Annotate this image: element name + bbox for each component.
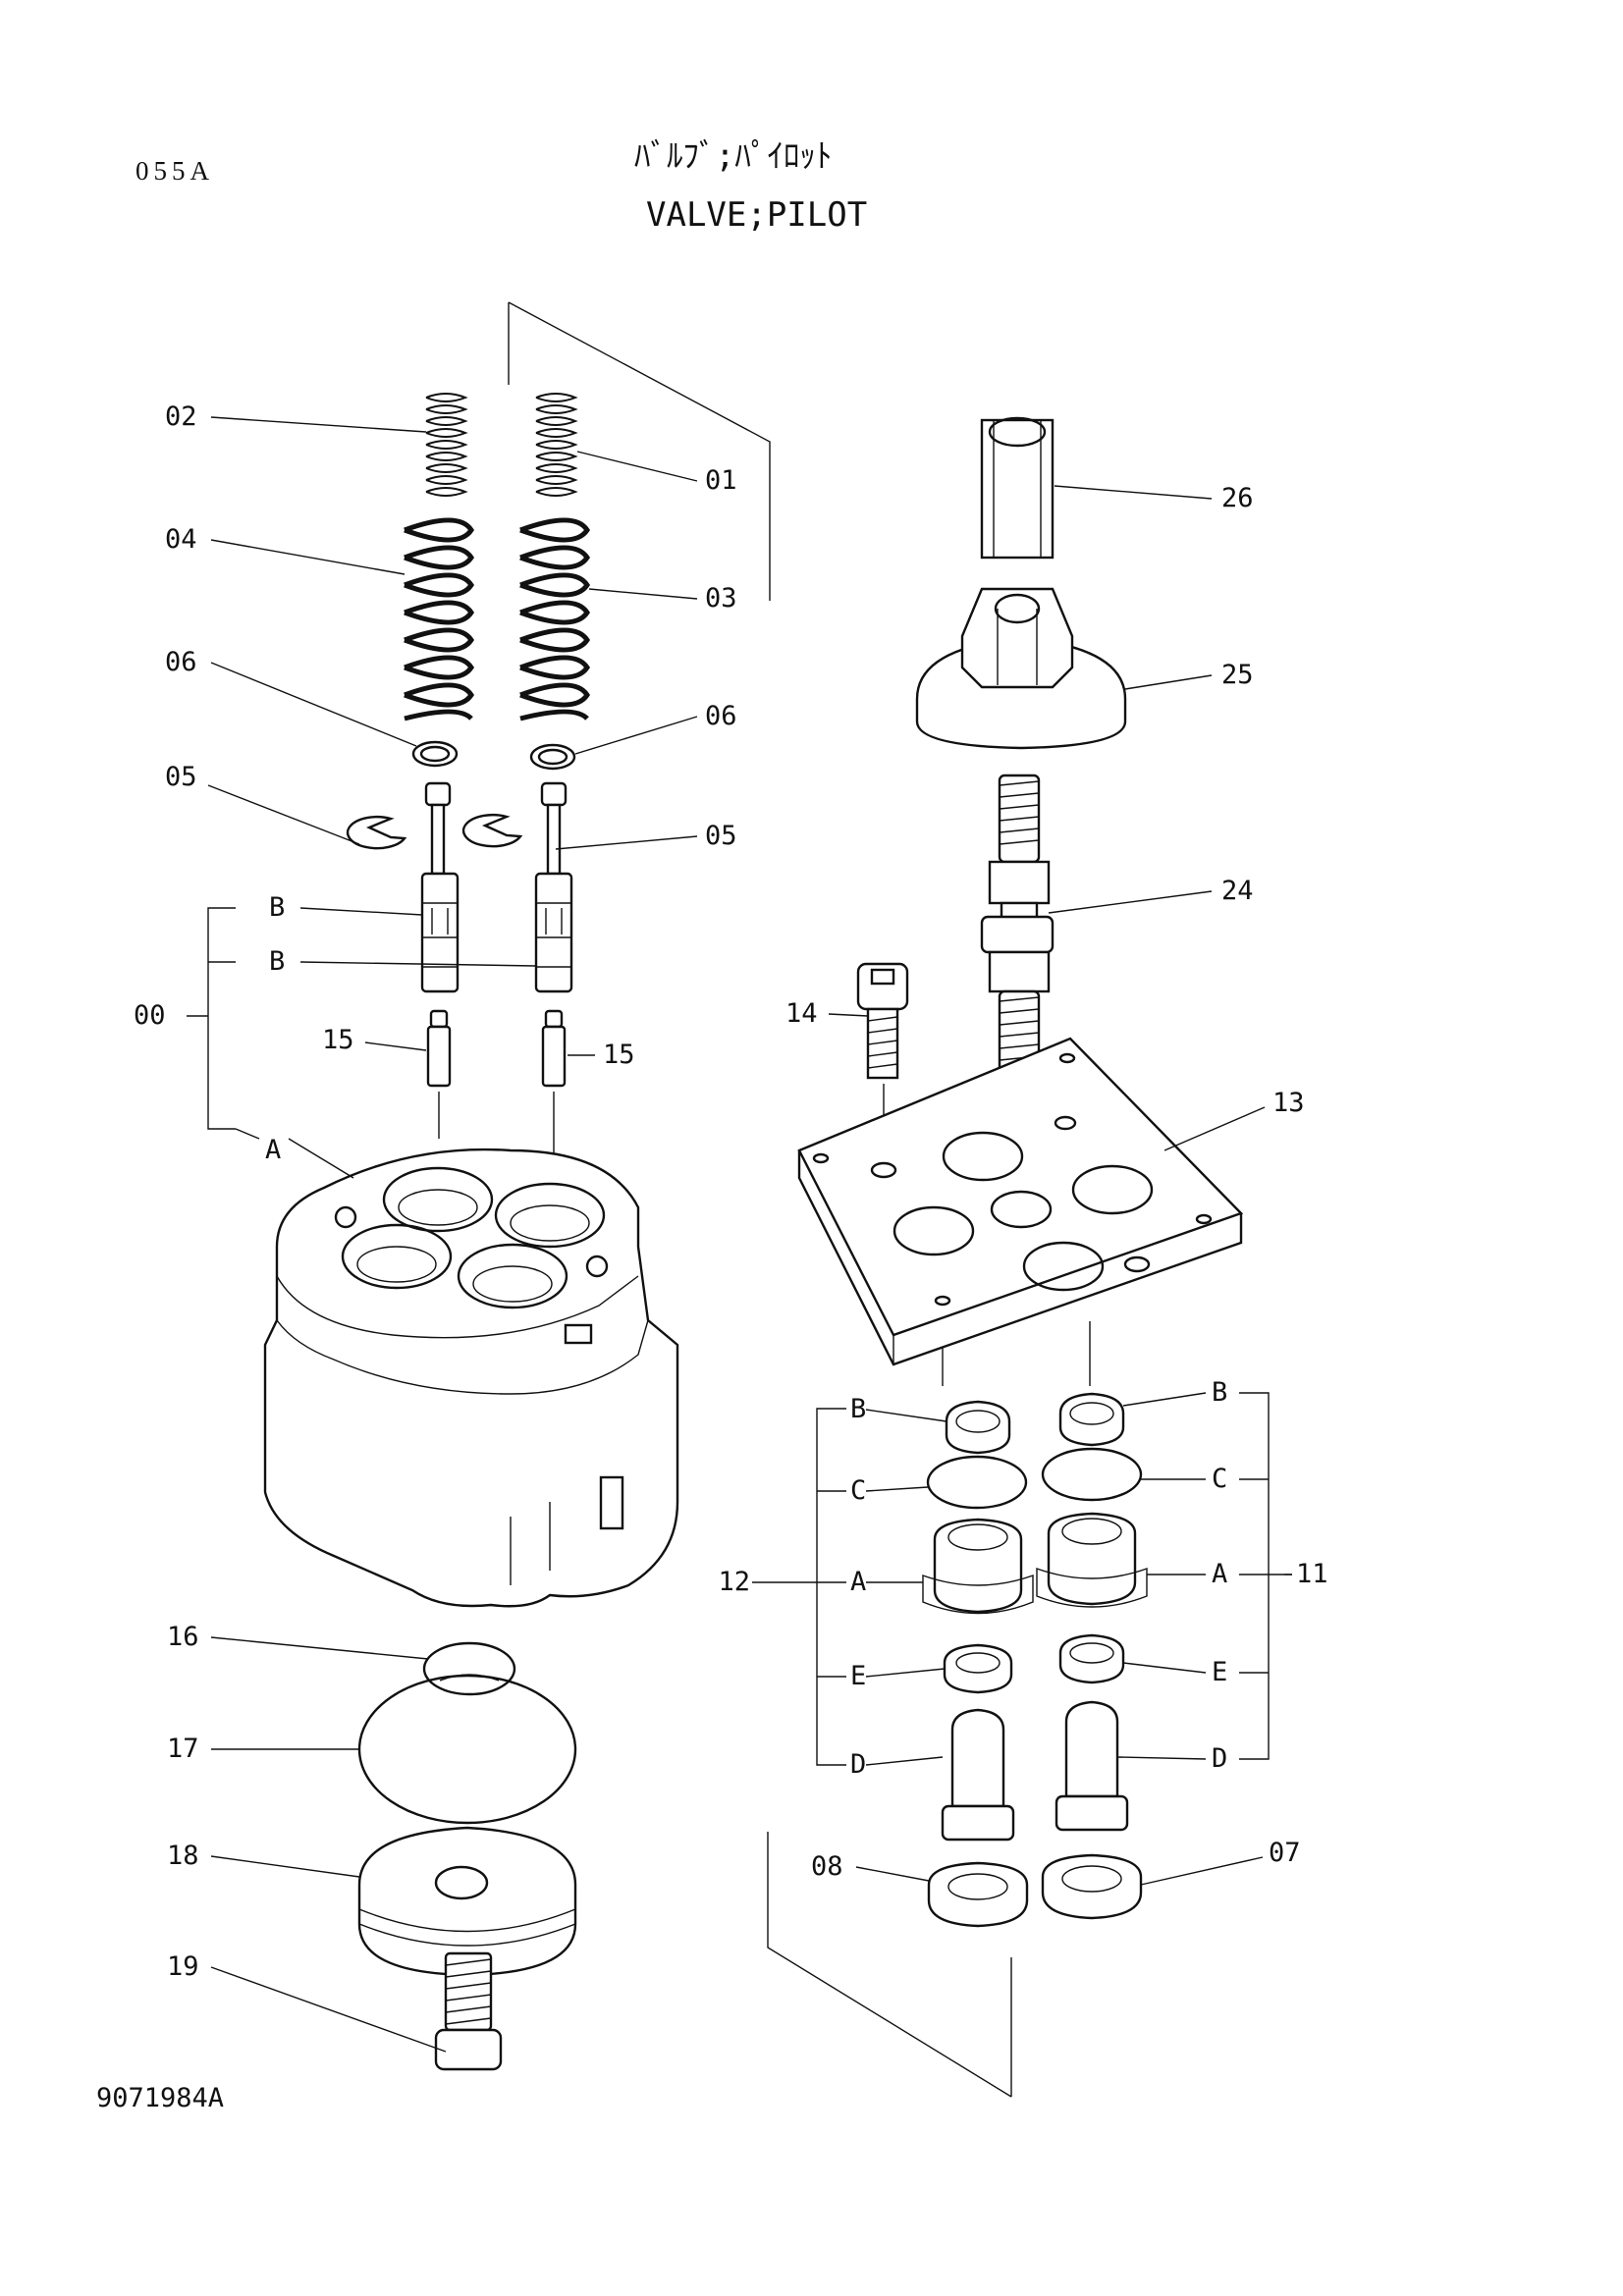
ring-11-E <box>1058 1633 1125 1684</box>
callout-16: 16 <box>167 1622 199 1652</box>
c-clip-05-right <box>461 813 523 848</box>
callout-00-B-lower: B <box>269 946 285 977</box>
sleeve-11-D <box>1055 1700 1129 1832</box>
callout-12-B: B <box>850 1394 866 1424</box>
o-ring-12-C <box>926 1455 1028 1510</box>
callout-11: 11 <box>1296 1559 1328 1589</box>
pin-15-left <box>426 1009 452 1088</box>
callout-06-right: 06 <box>705 701 737 731</box>
callout-01: 01 <box>705 465 737 496</box>
boot-17 <box>357 1674 577 1825</box>
drawing-number: 9071984A <box>96 2083 224 2113</box>
pin-15-right <box>541 1009 567 1088</box>
nut-flange-25 <box>915 587 1127 750</box>
group-00-bracket <box>187 907 236 1130</box>
callout-12-A: A <box>850 1567 866 1597</box>
cap-screw-14 <box>856 962 909 1080</box>
callout-00-A: A <box>265 1135 281 1165</box>
callout-11-E: E <box>1212 1657 1227 1687</box>
bolt-19 <box>434 1951 503 2071</box>
c-clip-05-left <box>346 815 407 850</box>
plate-13 <box>797 1037 1244 1366</box>
callout-15-left: 15 <box>322 1025 354 1055</box>
callout-13: 13 <box>1272 1088 1305 1118</box>
callout-24: 24 <box>1221 876 1254 906</box>
callout-12-E: E <box>850 1661 866 1691</box>
group-12-bracket <box>793 1408 846 1766</box>
small-spring-01 <box>535 393 578 497</box>
callout-02: 02 <box>165 401 197 432</box>
callout-11-B: B <box>1212 1377 1227 1408</box>
group-11-bracket <box>1239 1392 1292 1760</box>
callout-12-C: C <box>850 1475 866 1506</box>
upper-group-bracket <box>508 301 771 601</box>
seat-12-B <box>945 1400 1011 1455</box>
callout-26: 26 <box>1221 483 1254 513</box>
lower-group-bracket <box>767 1832 1012 2098</box>
small-spring-02 <box>424 393 468 497</box>
spool-seat-11-A <box>1036 1512 1148 1608</box>
callout-25: 25 <box>1221 660 1254 690</box>
callout-11-D: D <box>1212 1743 1227 1774</box>
callout-07: 07 <box>1269 1838 1301 1868</box>
callout-12: 12 <box>718 1567 750 1597</box>
callout-03: 03 <box>705 583 737 614</box>
callout-18: 18 <box>167 1841 199 1871</box>
callout-14: 14 <box>785 998 818 1029</box>
sleeve-12-D <box>941 1708 1015 1842</box>
valve-casing <box>263 1148 679 1608</box>
callout-08: 08 <box>811 1851 843 1882</box>
callout-17: 17 <box>167 1734 199 1764</box>
ring-12-E <box>943 1643 1013 1694</box>
callout-05-right: 05 <box>705 821 737 851</box>
nut-07 <box>1041 1853 1143 1920</box>
callout-11-C: C <box>1212 1464 1227 1494</box>
title-japanese: ﾊﾞﾙﾌﾞ;ﾊﾟｲﾛｯﾄ <box>634 136 832 175</box>
seat-11-B <box>1058 1392 1125 1447</box>
large-spring-04 <box>404 517 474 721</box>
washer-06-right <box>529 743 576 771</box>
plate-18 <box>357 1826 577 1977</box>
callout-15-right: 15 <box>603 1040 635 1070</box>
universal-joint-24 <box>980 774 1055 1080</box>
callout-04: 04 <box>165 524 197 555</box>
nut-08 <box>927 1861 1029 1928</box>
spool-left <box>420 781 460 993</box>
o-ring-11-C <box>1041 1447 1143 1502</box>
callout-05-left: 05 <box>165 762 197 792</box>
page-code: 055A <box>135 156 214 186</box>
callout-00: 00 <box>134 1000 166 1031</box>
callout-11-A: A <box>1212 1559 1227 1589</box>
callout-06-left: 06 <box>165 647 197 677</box>
leader-lines <box>207 416 1292 2053</box>
o-ring-16 <box>422 1641 516 1696</box>
callout-19: 19 <box>167 1951 199 1982</box>
title-english: VALVE;PILOT <box>646 195 867 235</box>
spool-right <box>534 781 573 993</box>
large-spring-03 <box>519 517 590 721</box>
spool-seat-12-A <box>922 1518 1034 1615</box>
callout-00-B-upper: B <box>269 892 285 923</box>
washer-06-left <box>411 740 459 768</box>
callout-12-D: D <box>850 1749 866 1780</box>
coupling-26 <box>980 416 1055 560</box>
